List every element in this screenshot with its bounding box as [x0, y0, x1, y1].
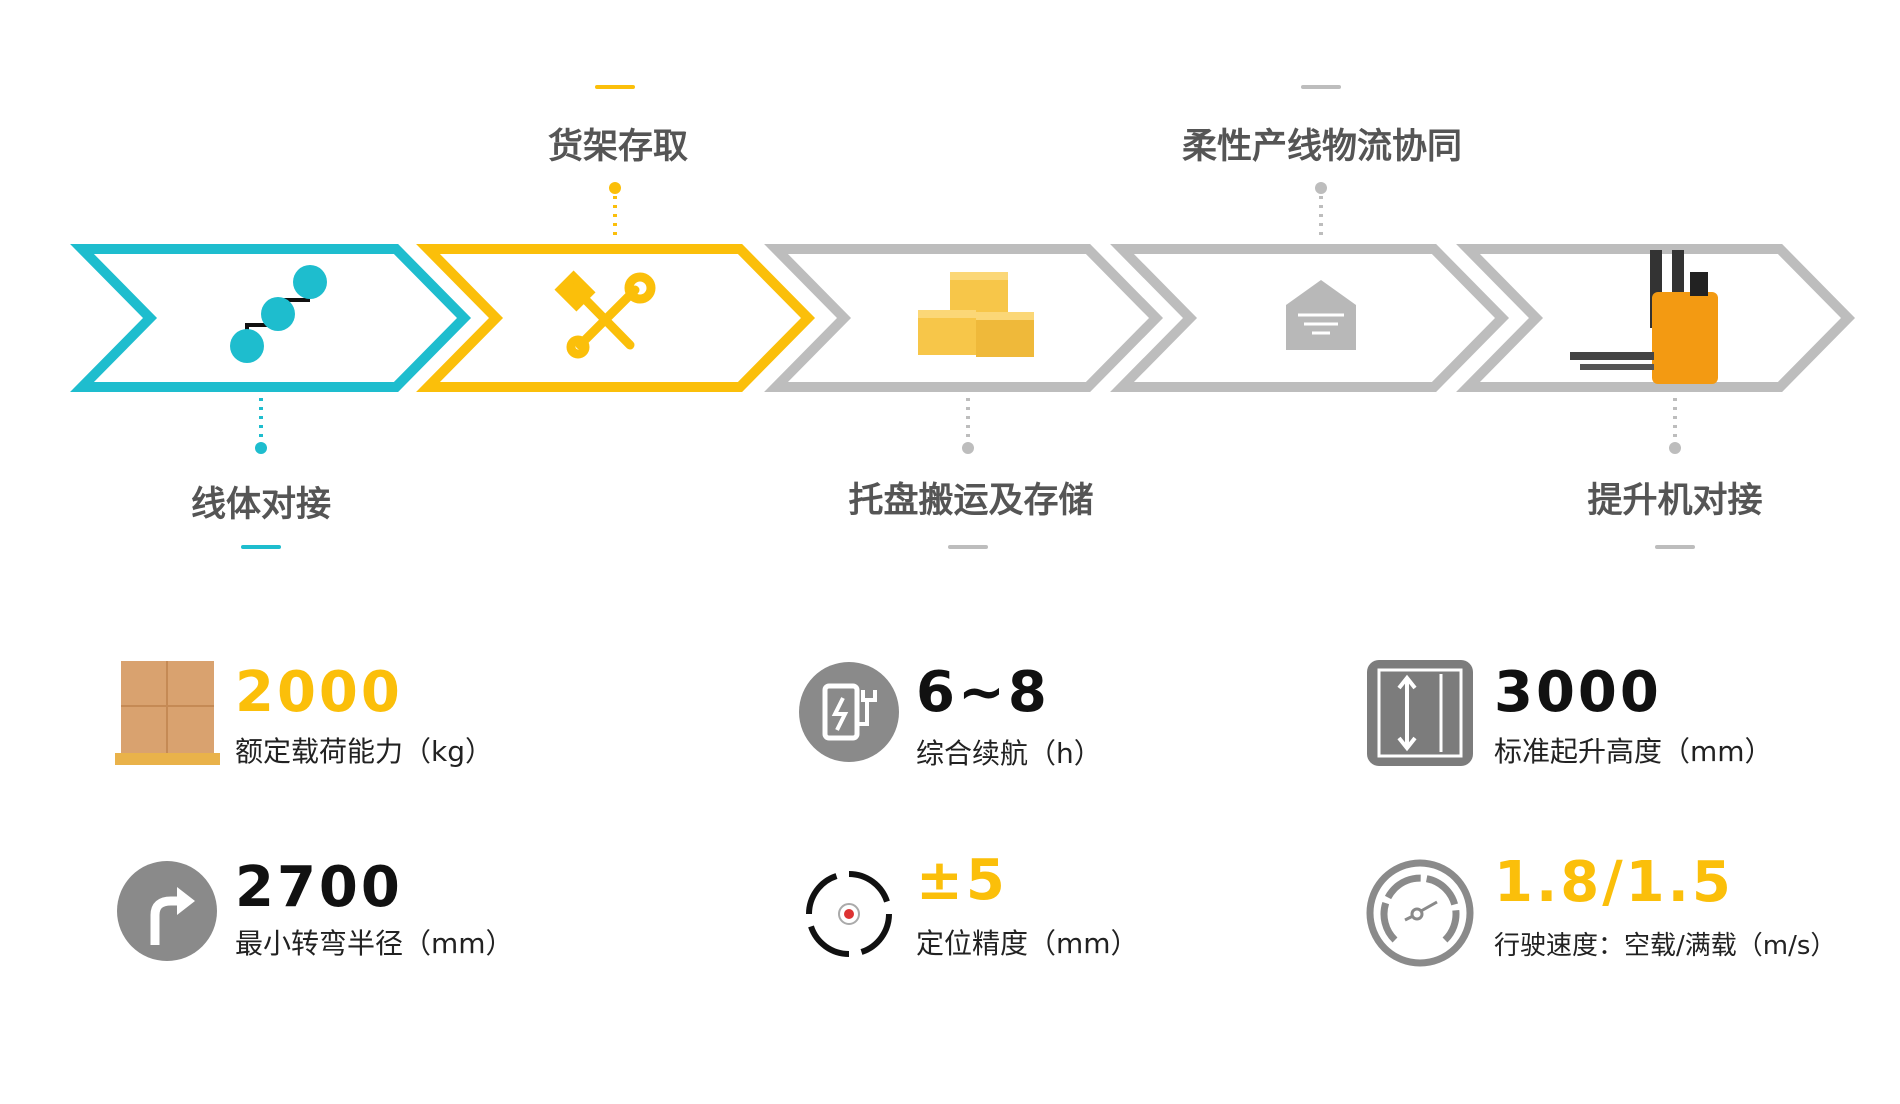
charging-icon — [799, 662, 899, 762]
label-step-3: 托盘搬运及存储 — [848, 481, 1094, 521]
spec-label-precision: 定位精度（mm） — [916, 927, 1139, 960]
spec-value-turn-radius: 2700 — [235, 855, 403, 920]
spec-label-load: 额定载荷能力（kg） — [235, 735, 493, 768]
spec-value-endurance: 6~8 — [916, 660, 1050, 725]
height-ruler-icon — [1367, 660, 1473, 766]
dash-step-5 — [1655, 545, 1695, 549]
dash-step-3 — [948, 545, 988, 549]
turn-right-icon — [117, 861, 217, 961]
connector-dot-1 — [255, 442, 267, 454]
envelope-icon — [1286, 280, 1356, 350]
process-flow — [70, 182, 1856, 454]
connector-dot-5 — [1669, 442, 1681, 454]
spec-label-turn-radius: 最小转弯半径（mm） — [235, 927, 514, 960]
spec-label-endurance: 综合续航（h） — [916, 737, 1102, 770]
spec-value-lift-height: 3000 — [1494, 660, 1662, 725]
spec-label-lift-height: 标准起升高度（mm） — [1494, 735, 1773, 768]
spec-value-speed: 1.8/1.5 — [1494, 850, 1734, 915]
spec-label-speed: 行驶速度：空载/满载（m/s） — [1494, 931, 1837, 961]
linked-nodes-icon — [230, 265, 327, 363]
connector-dot-4 — [1315, 182, 1327, 194]
chevron-step-1 — [70, 244, 472, 392]
chevron-step-5 — [1456, 244, 1856, 392]
spec-value-load: 2000 — [235, 660, 403, 725]
chevron-step-3 — [764, 244, 1164, 392]
spec-value-precision: ±5 — [916, 848, 1008, 913]
connector-dot-3 — [962, 442, 974, 454]
chevron-step-2 — [416, 244, 816, 392]
label-step-4: 柔性产线物流协同 — [1181, 127, 1463, 167]
boxes-icon — [918, 272, 1034, 357]
dash-step-1 — [241, 545, 281, 549]
connector-dot-2 — [609, 182, 621, 194]
chevron-step-4 — [1110, 244, 1510, 392]
dash-step-4 — [1301, 85, 1341, 89]
label-step-1: 线体对接 — [190, 485, 332, 525]
label-step-2: 货架存取 — [547, 127, 689, 167]
forklift-agv-icon — [1570, 250, 1718, 384]
label-step-5: 提升机对接 — [1587, 481, 1763, 521]
target-icon — [806, 871, 892, 957]
pallet-boxes-icon — [115, 661, 220, 765]
tools-icon — [554, 270, 656, 359]
dash-step-2 — [595, 85, 635, 89]
speedometer-icon — [1366, 859, 1474, 967]
